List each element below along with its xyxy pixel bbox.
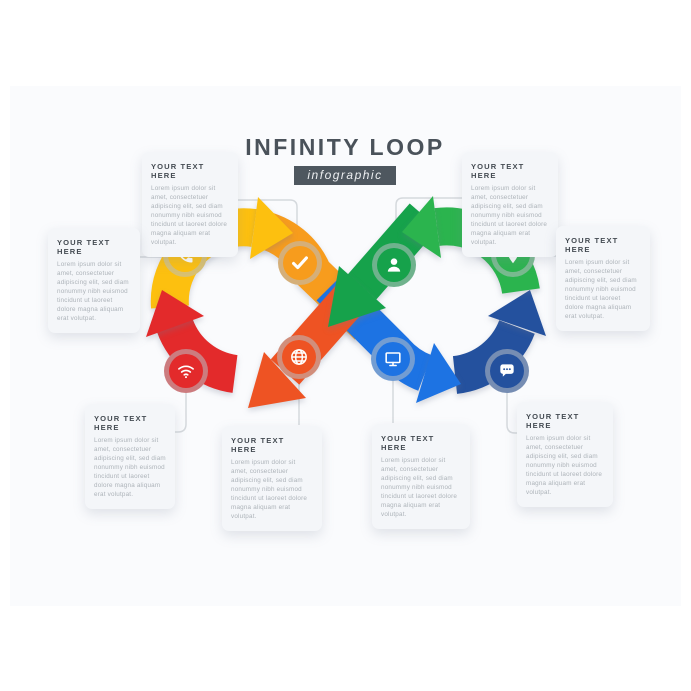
block-body: Lorem ipsum dolor sit amet, consectetuer… [231,459,308,520]
text-block-bottom-left: YOUR TEXT HERE Lorem ipsum dolor sit ame… [85,404,175,509]
navy-arrowhead [488,290,546,336]
dark-green-arrowhead [328,266,386,327]
wifi-icon [164,349,208,393]
block-heading: YOUR TEXT HERE [94,414,148,432]
blue-arrowhead [416,343,461,403]
block-body: Lorem ipsum dolor sit amet, consectetuer… [526,435,603,496]
red-orange-arrowhead [248,352,306,408]
globe-icon [277,335,321,379]
person-icon [372,243,416,287]
block-body: Lorem ipsum dolor sit amet, consectetuer… [565,259,637,320]
text-block-right: YOUR TEXT HERE Lorem ipsum dolor sit ame… [556,226,650,331]
yellow-arrowhead [250,197,293,259]
text-block-left: YOUR TEXT HERE Lorem ipsum dolor sit ame… [48,228,140,333]
block-heading: YOUR TEXT HERE [151,162,205,180]
page-title: INFINITY LOOP [245,134,445,160]
connector-lines [140,197,556,434]
text-block-bottom-center-left: YOUR TEXT HERE Lorem ipsum dolor sit ame… [222,426,322,531]
block-heading: YOUR TEXT HERE [57,238,111,256]
chat-icon [485,349,529,393]
green-arrowhead [402,196,441,258]
text-block-bottom-right: YOUR TEXT HERE Lorem ipsum dolor sit ame… [517,402,613,507]
title-block: INFINITY LOOP infographic [195,134,495,185]
block-heading: YOUR TEXT HERE [381,434,435,452]
text-block-top-left: YOUR TEXT HERE Lorem ipsum dolor sit ame… [142,152,238,257]
block-heading: YOUR TEXT HERE [231,436,285,454]
block-body: Lorem ipsum dolor sit amet, consectetuer… [57,261,129,322]
red-arrowhead [146,290,204,337]
block-body: Lorem ipsum dolor sit amet, consectetuer… [151,185,228,246]
text-block-bottom-center-right: YOUR TEXT HERE Lorem ipsum dolor sit ame… [372,424,470,529]
block-body: Lorem ipsum dolor sit amet, consectetuer… [471,185,548,246]
title-badge: infographic [294,166,396,185]
block-body: Lorem ipsum dolor sit amet, consectetuer… [381,457,458,518]
text-block-top-right: YOUR TEXT HERE Lorem ipsum dolor sit ame… [462,152,558,257]
block-heading: YOUR TEXT HERE [526,412,580,430]
check-icon [278,241,322,285]
block-body: Lorem ipsum dolor sit amet, consectetuer… [94,437,166,498]
block-heading: YOUR TEXT HERE [565,236,619,254]
block-heading: YOUR TEXT HERE [471,162,525,180]
monitor-icon [371,337,415,381]
